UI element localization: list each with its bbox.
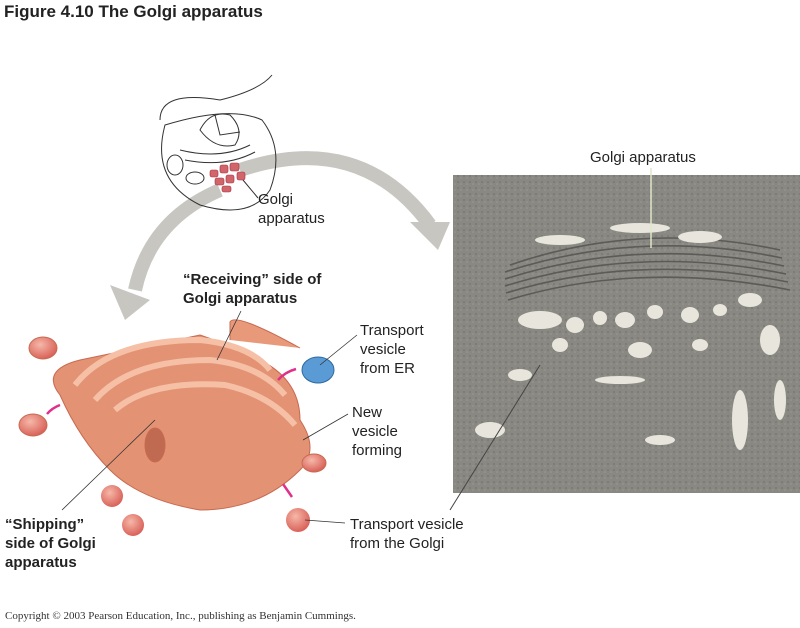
label-line: “Shipping” bbox=[5, 516, 85, 533]
label-line: vesicle bbox=[352, 423, 398, 440]
cell-illustration bbox=[159, 74, 277, 211]
new-vesicle-label: New vesicle forming bbox=[352, 403, 402, 460]
label-line: New bbox=[352, 404, 383, 421]
leader-lines bbox=[61, 310, 358, 524]
electron-micrograph bbox=[449, 168, 800, 511]
receiving-side-label: “Receiving” side of Golgi apparatus bbox=[183, 270, 321, 308]
label-line: Golgi apparatus bbox=[183, 290, 298, 307]
label-line: side of Golgi bbox=[5, 535, 96, 552]
label-line: Golgi bbox=[258, 191, 294, 208]
vesicles bbox=[18, 336, 335, 536]
label-line: Transport bbox=[360, 322, 424, 339]
label-line: apparatus bbox=[258, 210, 325, 227]
er-vesicle bbox=[301, 356, 335, 384]
label-line: from the Golgi bbox=[350, 535, 445, 552]
arrow-to-micrograph bbox=[237, 151, 450, 250]
copyright: Copyright © 2003 Pearson Education, Inc.… bbox=[5, 610, 356, 622]
transport-vesicle-golgi-label: Transport vesicle from the Golgi bbox=[350, 515, 464, 553]
label-line: forming bbox=[352, 442, 403, 459]
transport-vesicle-er-label: Transport vesicle from ER bbox=[360, 321, 424, 378]
micrograph-golgi-label: Golgi apparatus bbox=[590, 149, 696, 166]
magenta-arrows bbox=[46, 367, 297, 498]
golgi-model bbox=[52, 319, 311, 511]
cell-golgi-label: Golgi apparatus bbox=[258, 190, 325, 228]
label-line: “Receiving” side of bbox=[183, 271, 322, 288]
label-line: Transport vesicle bbox=[350, 516, 464, 533]
label-line: vesicle bbox=[360, 341, 406, 358]
arrow-to-model bbox=[110, 183, 223, 320]
label-line: from ER bbox=[360, 360, 416, 377]
label-line: apparatus bbox=[5, 554, 77, 571]
figure-title: Figure 4.10 The Golgi apparatus bbox=[4, 2, 263, 21]
shipping-side-label: “Shipping” side of Golgi apparatus bbox=[5, 515, 96, 572]
